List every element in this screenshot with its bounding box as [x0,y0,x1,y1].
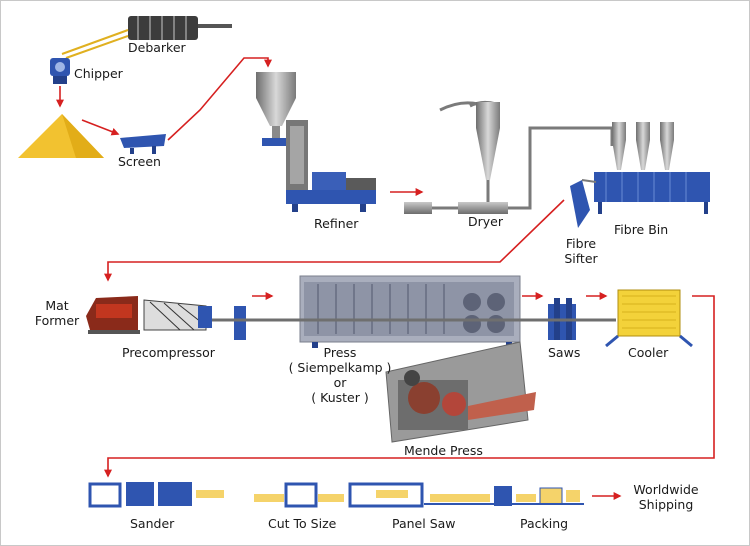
debarker-icon [61,16,232,59]
saws-icon [540,298,616,340]
label-sander: Sander [130,516,175,531]
label-debarker: Debarker [128,40,186,55]
sander-icon [88,482,224,508]
dryer-icon [404,100,508,214]
fibre-bin-icon [594,122,710,214]
chipper-icon [50,58,70,84]
mende-press-icon [385,341,536,443]
mat-former-icon [86,296,140,334]
label-saws: Saws [548,345,581,360]
label-mat-former-line1: Mat [45,298,69,313]
label-cooler: Cooler [628,345,669,360]
label-worldwide-line1: Worldwide [633,482,699,497]
label-chipper: Chipper [74,66,123,81]
cut-to-size-icon [254,482,344,508]
label-fibre-sifter-line1: Fibre [565,236,597,251]
label-fibre-bin: Fibre Bin [614,222,669,237]
arrow-cooler-to-sander [104,295,715,478]
arrow-sifter-to-former [104,199,565,282]
packing-icon [430,486,580,506]
refiner-icon [256,72,376,212]
precompressor-icon [143,299,212,331]
arrow-pile-to-screen [81,119,120,136]
label-press-siempelkamp: ( Siempelkamp ) [288,360,392,375]
label-dryer: Dryer [468,214,503,229]
press-icon [212,275,556,348]
label-press-kuster: ( Kuster ) [311,390,369,405]
fibre-sifter-icon [570,179,597,228]
label-fibre-sifter: Fibre Sifter [558,236,604,266]
label-packing: Packing [520,516,569,531]
chip-pile-icon [18,114,104,158]
label-mende-press: Mende Press [404,443,483,458]
screen-icon [120,134,166,154]
arrow-screen-to-refiner [167,57,272,141]
label-mat-former: Mat Former [30,298,84,328]
label-fibre-sifter-line2: Sifter [564,251,598,266]
label-mat-former-line2: Former [34,313,80,328]
label-worldwide-shipping: Worldwide Shipping [624,482,708,512]
label-cut-to-size: Cut To Size [268,516,337,531]
label-panel-saw: Panel Saw [392,516,456,531]
label-press-group: Press ( Siempelkamp ) or ( Kuster ) [280,345,400,405]
label-screen: Screen [118,154,161,169]
label-refiner: Refiner [314,216,359,231]
label-worldwide-line2: Shipping [638,497,694,512]
panel-saw-icon [348,482,424,508]
label-press-or: or [333,375,347,390]
cooler-icon [605,289,693,348]
label-precompressor: Precompressor [122,345,215,360]
label-press: Press [323,345,357,360]
